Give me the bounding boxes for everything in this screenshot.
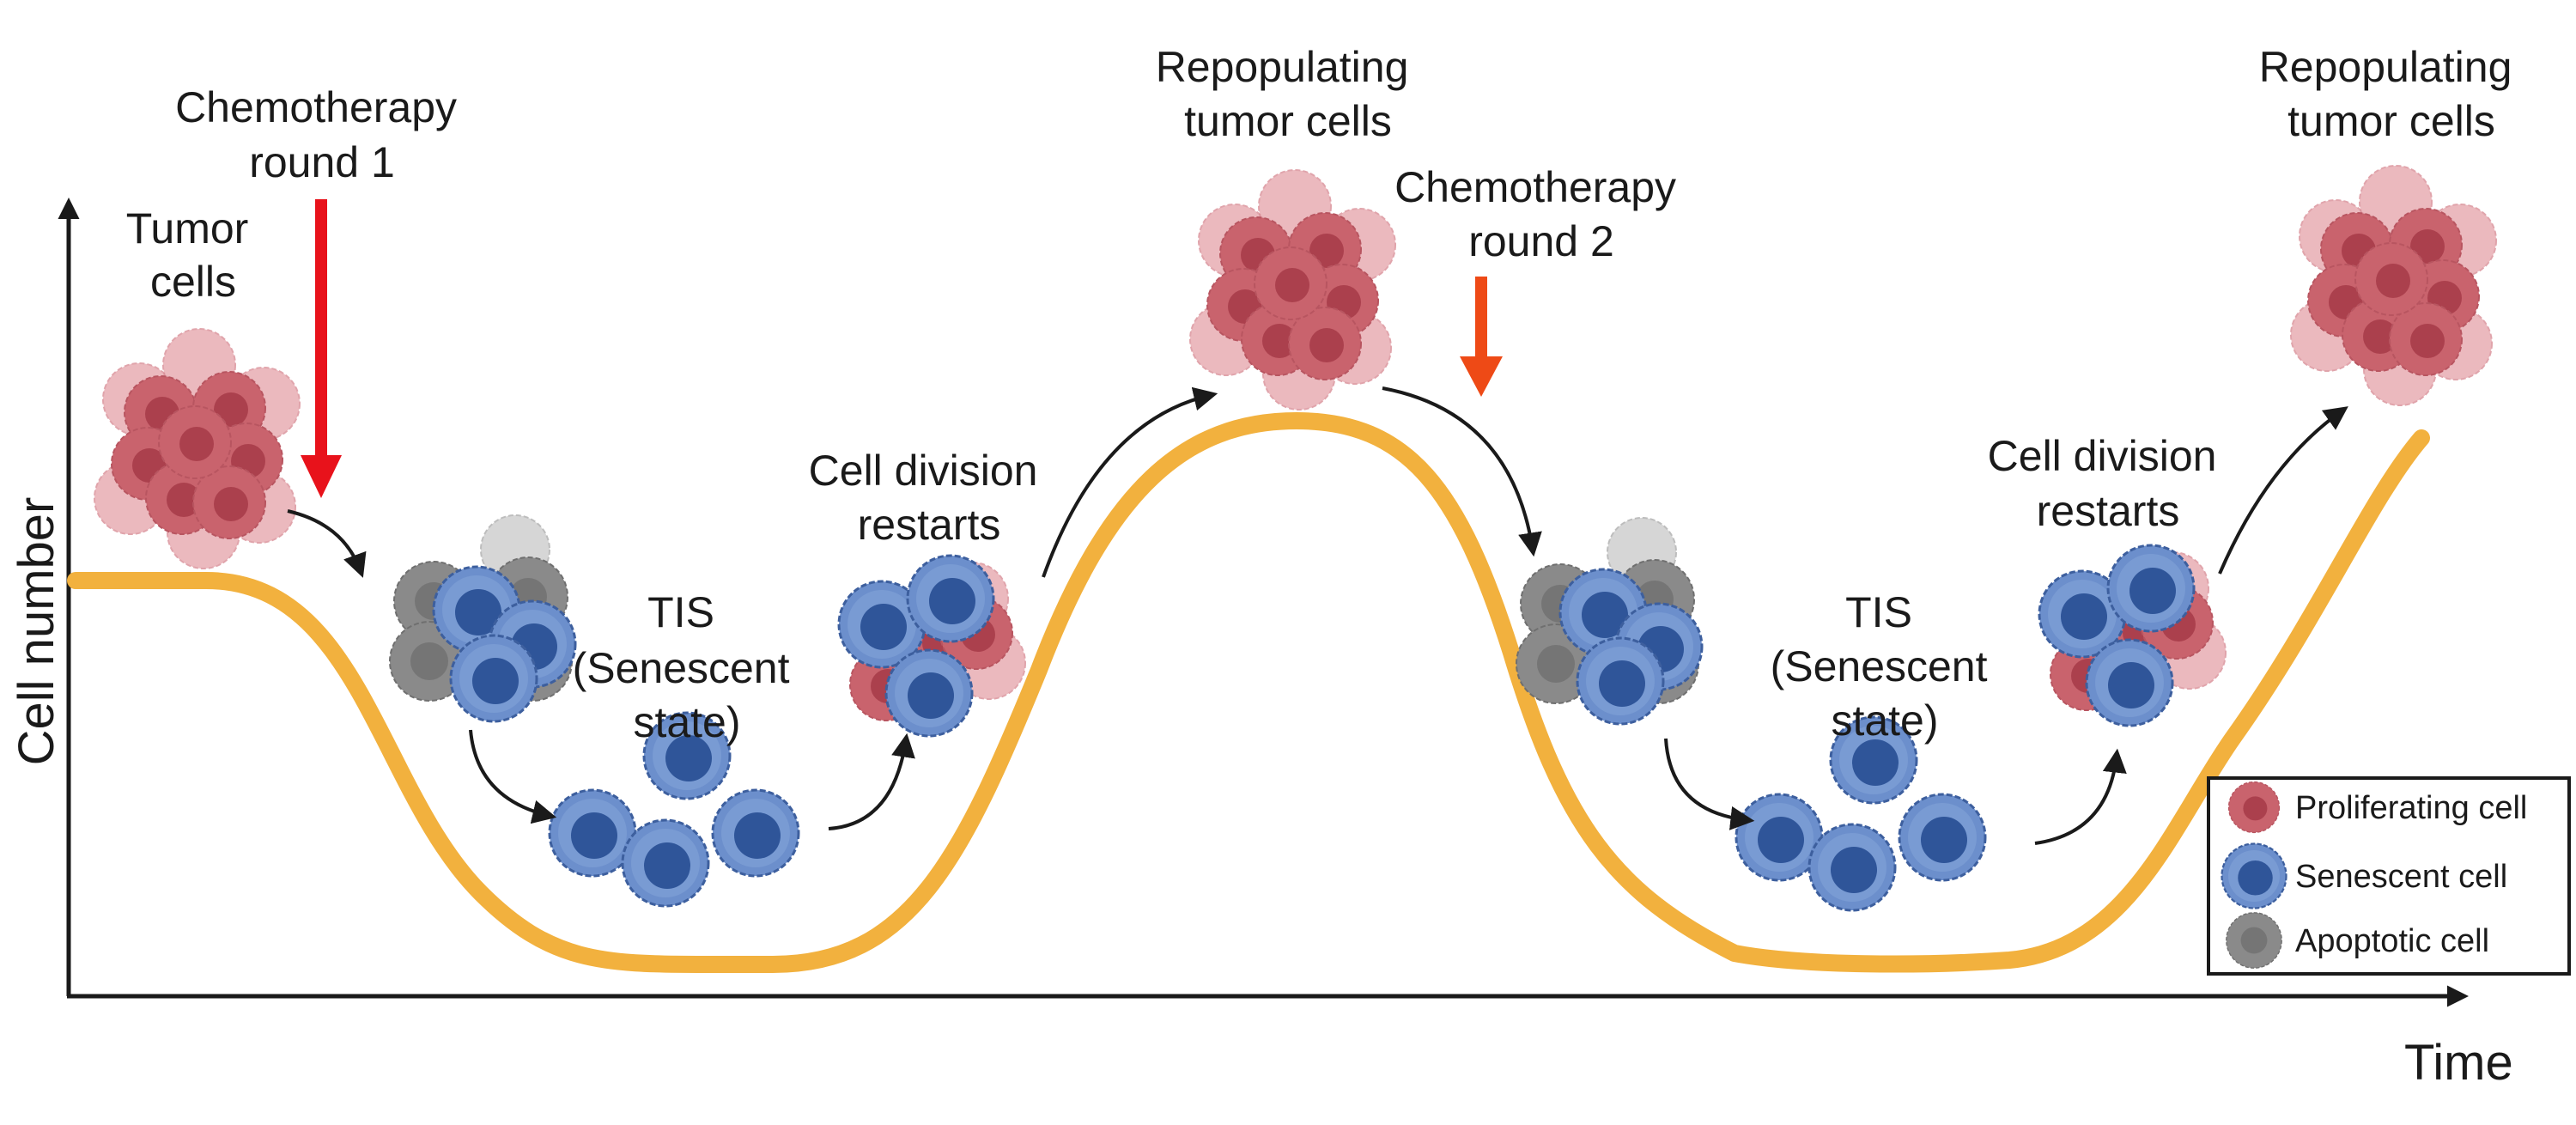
tumor-cells-cluster (94, 329, 300, 569)
mixed-cluster-1 (839, 556, 1025, 736)
chemo-arrow-2 (1460, 277, 1503, 397)
axes: Cell number Time (9, 198, 2513, 1091)
senescent-group-2 (1736, 717, 1985, 910)
arrow-senescent-to-mixed-1 (828, 733, 915, 830)
label-repopulating-1: Repopulating tumor cells (1156, 43, 1421, 145)
cell-number-curve (67, 412, 2430, 973)
chemo-arrow-1 (301, 199, 342, 498)
label-division-restarts-1: Cell division restarts (809, 447, 1050, 549)
label-chemo-round-1: Chemotherapy round 1 (175, 83, 469, 186)
transition-arrows (287, 386, 2348, 845)
repopulating-cluster-1 (1190, 170, 1395, 410)
mixed-cluster-2 (2039, 545, 2226, 726)
label-tis-2: TIS (Senescent state) (1771, 588, 2000, 745)
arrow-mixed-to-repopulating-1 (1042, 386, 1218, 578)
arrow-tumor-to-apoptotic (287, 509, 367, 578)
legend-label-senescent: Senescent cell (2295, 859, 2507, 895)
y-axis-label: Cell number (9, 497, 64, 766)
legend-item-senescent: Senescent cell (2221, 842, 2507, 909)
legend-label-apoptotic: Apoptotic cell (2295, 923, 2489, 959)
label-tumor-cells: Tumor cells (126, 204, 261, 306)
arrow-repopulating-to-apoptotic (1382, 386, 1542, 557)
label-division-restarts-2: Cell division restarts (1988, 432, 2229, 535)
x-axis-label: Time (2404, 1035, 2513, 1091)
legend-item-apoptotic: Apoptotic cell (2226, 912, 2489, 969)
apoptotic-cluster-1 (390, 515, 575, 721)
arrow-apoptotic-to-senescent-1 (469, 729, 557, 824)
arrow-senescent-to-mixed-2 (2034, 748, 2127, 845)
proliferating-cell-icon (2227, 781, 2281, 834)
legend-label-proliferating: Proliferating cell (2295, 790, 2527, 826)
legend: Proliferating cell Senescent cell Apopto… (2207, 776, 2571, 976)
apoptotic-cluster-2 (1516, 518, 1702, 724)
senescent-cell-icon (2221, 842, 2287, 909)
arrow-mixed-to-repopulating-2 (2218, 406, 2348, 575)
label-tis-1: TIS (Senescent state) (573, 588, 802, 746)
repopulating-cluster-2 (2291, 166, 2496, 405)
arrow-apoptotic-to-senescent-2 (1664, 738, 1755, 830)
label-chemo-round-2: Chemotherapy round 2 (1394, 163, 1688, 265)
legend-item-proliferating: Proliferating cell (2227, 781, 2527, 834)
apoptotic-cell-icon (2226, 912, 2282, 969)
label-repopulating-2: Repopulating tumor cells (2259, 43, 2524, 145)
